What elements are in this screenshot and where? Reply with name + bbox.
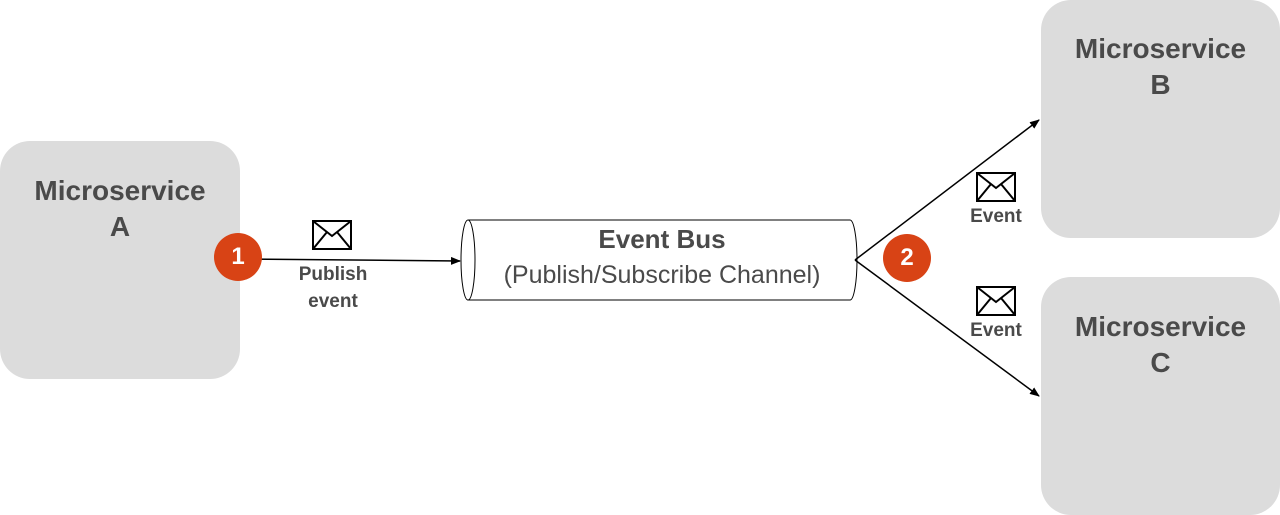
microservice-b-line2: B (1150, 69, 1171, 100)
publish-event-label: Publish event (282, 261, 384, 315)
publish-label-line2: event (308, 291, 358, 312)
event-label-c: Event (970, 320, 1022, 341)
microservice-a-node: Microservice A (0, 141, 240, 379)
envelope-icon (976, 172, 1016, 202)
step-1-badge: 1 (214, 233, 262, 281)
event-label-b: Event (970, 206, 1022, 227)
microservice-b-node: Microservice B (1041, 0, 1280, 238)
microservice-c-line2: C (1150, 347, 1171, 378)
microservice-a-title: Microservice A (0, 173, 240, 245)
microservice-c-title: Microservice C (1041, 309, 1280, 381)
event-arrow-to-b (854, 119, 1040, 261)
microservice-c-line1: Microservice (1074, 311, 1247, 342)
envelope-icon (312, 220, 352, 250)
microservice-c-node: Microservice C (1041, 277, 1280, 515)
publish-arrow (237, 256, 461, 265)
microservice-a-line1: Microservice (34, 175, 206, 206)
microservice-b-title: Microservice B (1041, 31, 1280, 103)
envelope-icon (976, 286, 1016, 316)
event-bus-title: Event Bus (598, 224, 726, 254)
publish-label-line1: Publish (298, 264, 368, 285)
event-arrow-to-c (854, 259, 1040, 397)
event-bus-subtitle: (Publish/Subscribe Channel) (503, 261, 821, 289)
microservice-b-line1: Microservice (1074, 33, 1247, 64)
event-bus-cylinder (460, 219, 858, 301)
microservice-a-line2: A (109, 211, 131, 242)
step-2-badge: 2 (883, 234, 931, 282)
